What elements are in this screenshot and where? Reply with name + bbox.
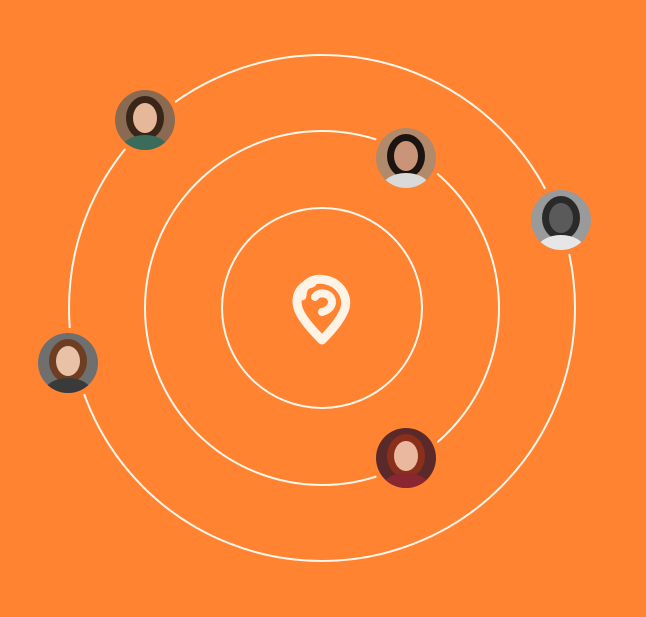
user-photo	[531, 190, 591, 250]
avatar-woman-portrait[interactable]	[33, 328, 103, 408]
orbit-outer	[68, 54, 576, 562]
avatar-man-profile[interactable]	[526, 185, 596, 265]
user-photo	[376, 428, 436, 488]
avatar-man-glasses[interactable]	[371, 123, 441, 203]
orbit-middle	[144, 130, 500, 486]
user-photo	[38, 333, 98, 393]
avatar-woman-smiling[interactable]	[110, 85, 180, 165]
avatars-layer	[33, 85, 596, 503]
orbits-layer	[68, 54, 576, 562]
location-pin-logo-icon	[292, 274, 351, 345]
avatar-woman-redhead[interactable]	[371, 423, 441, 503]
orbit-inner	[221, 207, 423, 409]
user-photo	[376, 128, 436, 188]
user-photo	[115, 90, 175, 150]
